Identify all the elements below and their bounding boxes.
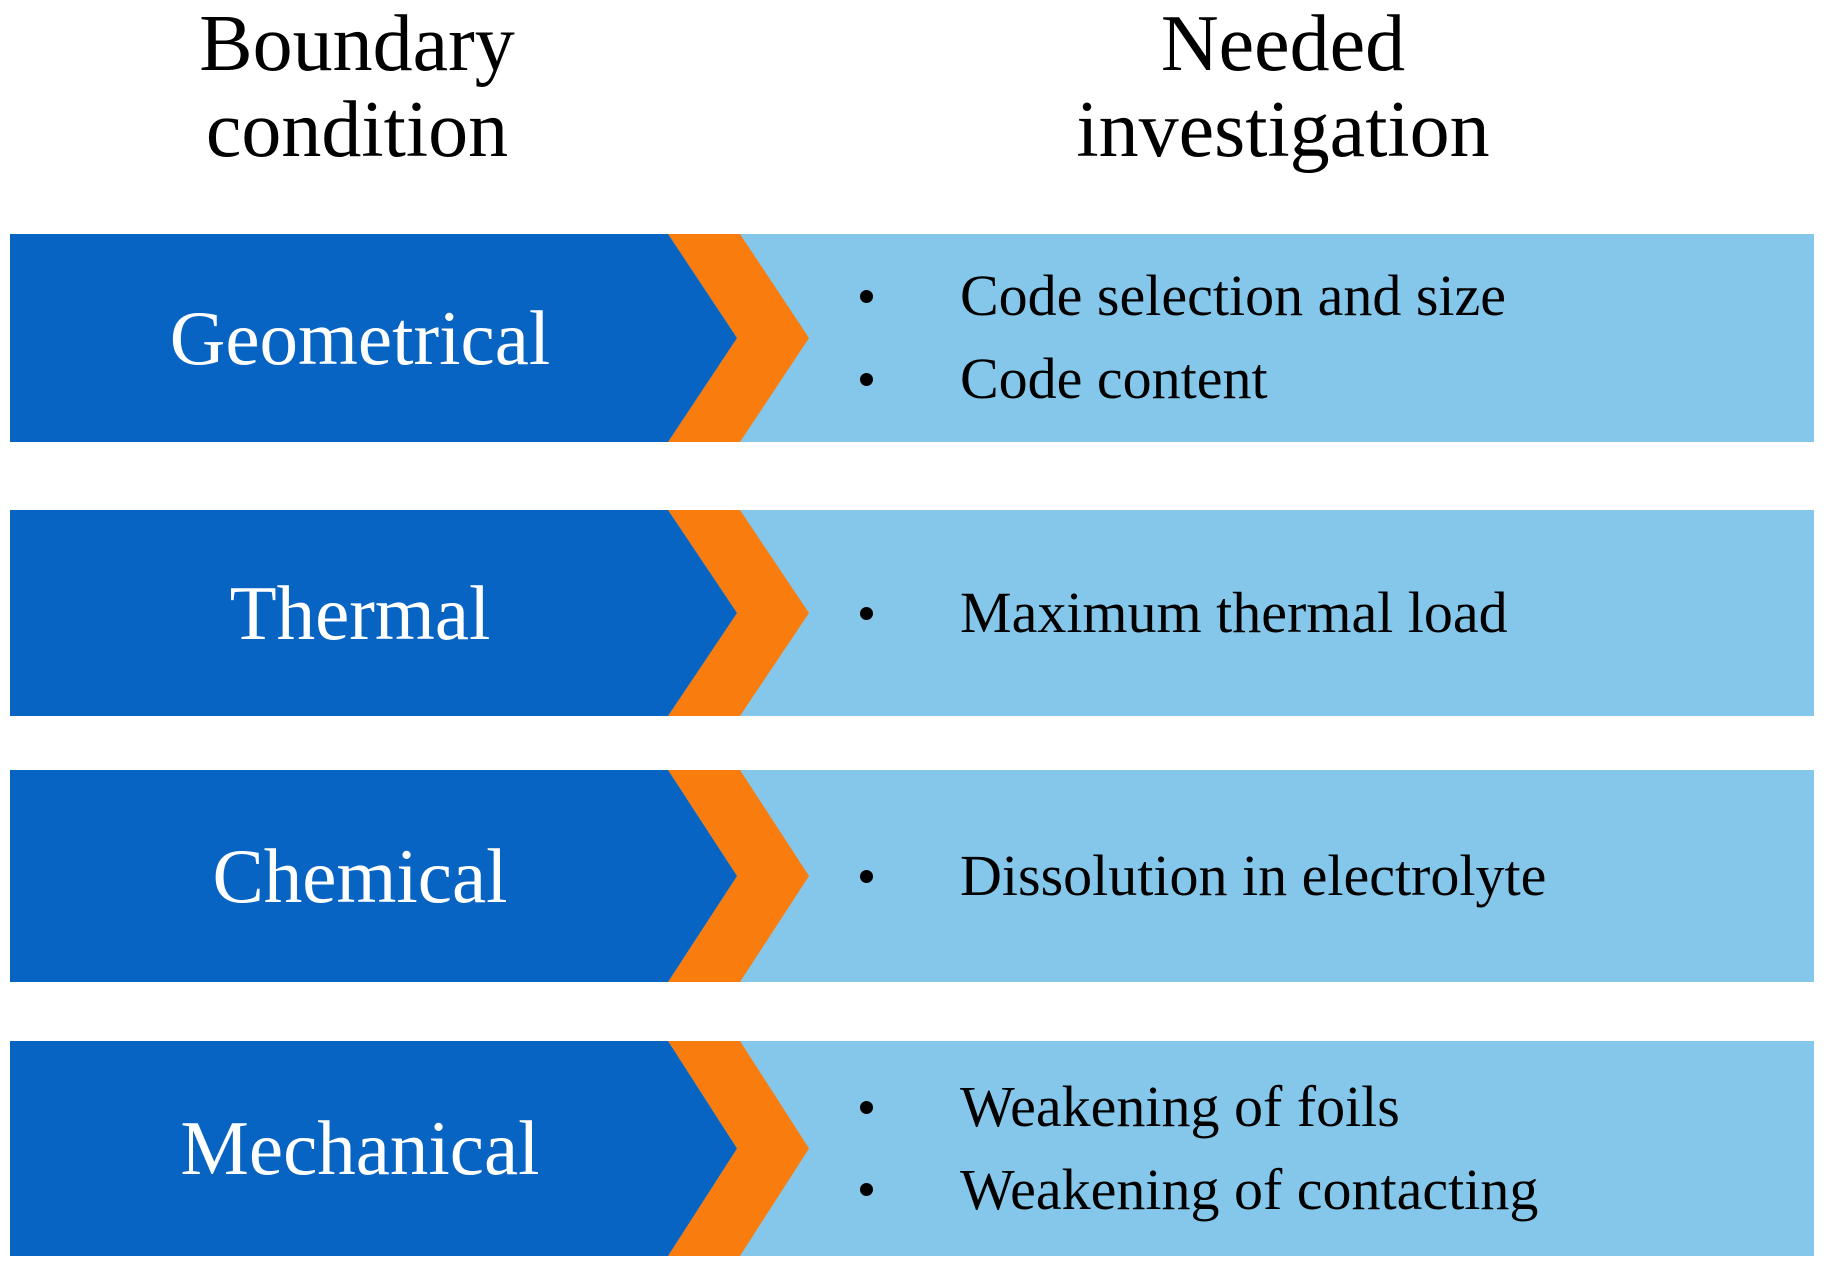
list-item: Weakening of foils (10, 1066, 1814, 1149)
investigation-panel (668, 1041, 1814, 1256)
row-mechanical: Mechanical Weakening of foils Weakening … (10, 1041, 1814, 1256)
bullet-dot-icon (860, 372, 873, 386)
bullet-text: Weakening of contacting (960, 1156, 1539, 1222)
list-item: Code selection and size (10, 255, 1814, 338)
bullet-dot-icon (860, 606, 873, 620)
condition-label: Thermal (229, 569, 491, 656)
bullet-list: Dissolution in electrolyte (10, 770, 1814, 982)
bullet-list: Weakening of foils Weakening of contacti… (10, 1041, 1814, 1256)
column-header-boundary-condition: Boundary condition (199, 0, 515, 174)
condition-label: Mechanical (180, 1105, 540, 1191)
bullet-dot-icon (860, 290, 873, 304)
condition-label: Chemical (212, 832, 508, 919)
investigation-panel (668, 770, 1814, 982)
bullet-text: Weakening of foils (960, 1073, 1400, 1139)
list-item: Maximum thermal load (10, 572, 1814, 655)
bullet-list: Maximum thermal load (10, 510, 1814, 716)
list-item: Dissolution in electrolyte (10, 835, 1814, 918)
list-item: Code content (10, 338, 1814, 421)
list-item: Weakening of contacting (10, 1149, 1814, 1232)
bullet-text: Code selection and size (960, 263, 1506, 329)
bullet-text: Maximum thermal load (960, 579, 1508, 645)
column-header-needed-investigation: Needed investigation (1076, 0, 1490, 174)
condition-arrow-shape (10, 510, 737, 716)
row-thermal: Thermal Maximum thermal load (10, 510, 1814, 716)
investigation-panel (668, 234, 1814, 442)
condition-arrow-shape (10, 1041, 737, 1256)
condition-label: Geometrical (169, 294, 551, 381)
row-chemical: Chemical Dissolution in electrolyte (10, 770, 1814, 982)
investigation-panel (668, 510, 1814, 716)
bullet-text: Dissolution in electrolyte (960, 842, 1547, 908)
condition-arrow-shape (10, 234, 737, 442)
row-geometrical: Geometrical Code selection and size Code… (10, 234, 1814, 442)
bullet-text: Code content (960, 346, 1268, 411)
bullet-list: Code selection and size Code content (10, 234, 1814, 442)
condition-arrow-shape (10, 770, 737, 982)
bullet-dot-icon (860, 1183, 873, 1197)
bullet-dot-icon (860, 1100, 873, 1114)
bullet-dot-icon (860, 869, 873, 883)
